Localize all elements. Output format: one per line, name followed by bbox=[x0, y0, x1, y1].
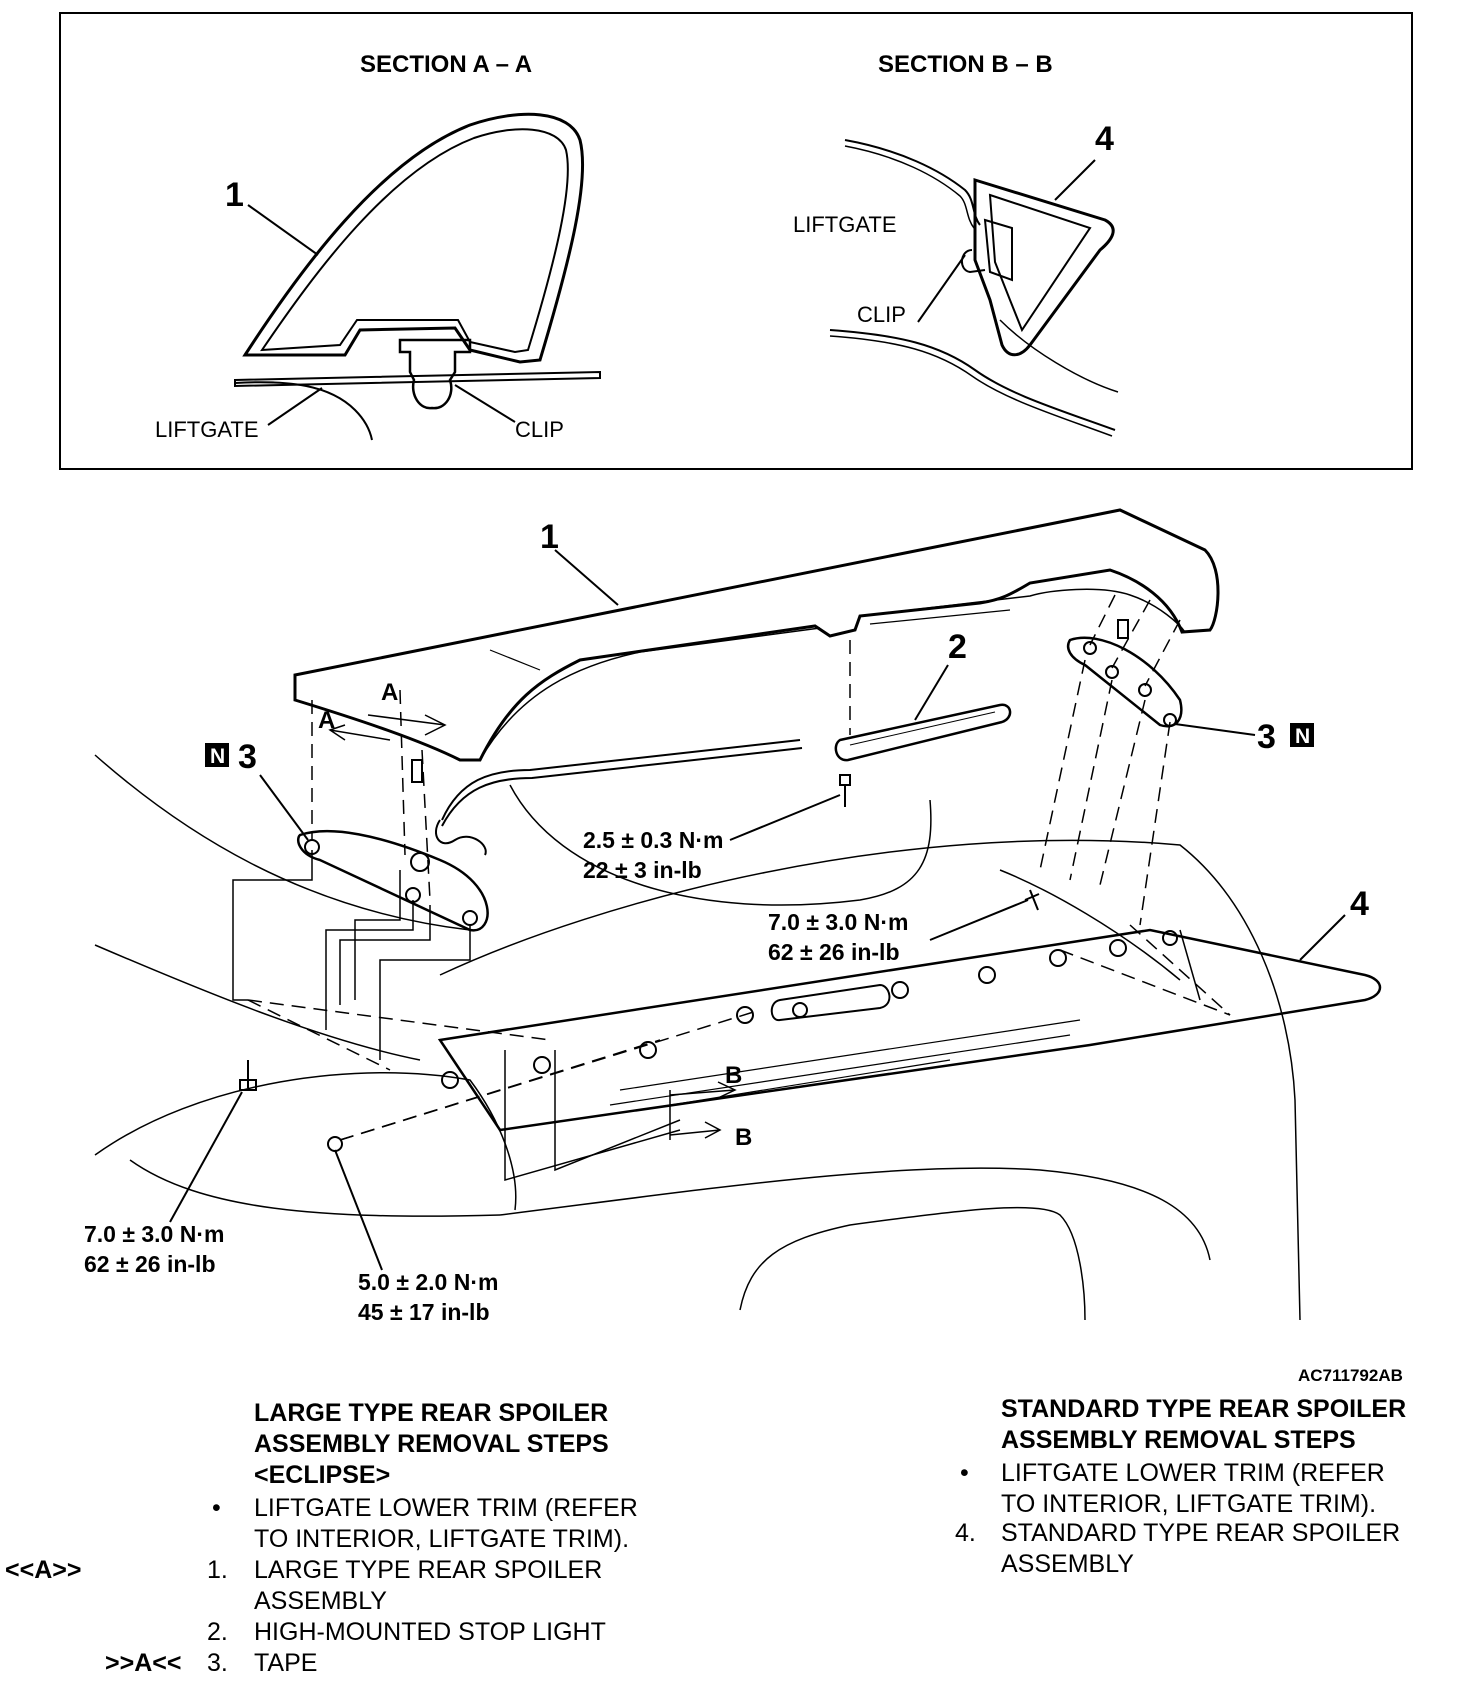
new-part-badge-right: N bbox=[1290, 723, 1314, 748]
callout-4-main: 4 bbox=[1350, 885, 1369, 923]
svg-text:N: N bbox=[210, 745, 225, 768]
section-arrow-a-left: A bbox=[318, 707, 335, 734]
section-a-callout-1: 1 bbox=[225, 176, 244, 214]
figure-code: AC711792AB bbox=[1298, 1366, 1403, 1385]
large-step-item: <<A>> 1. LARGE TYPE REAR SPOILER ASSEMBL… bbox=[5, 1556, 603, 1615]
torque-left-bolt-nm: 7.0 ± 3.0 N·m bbox=[84, 1221, 224, 1247]
section-a-title: SECTION A – A bbox=[360, 51, 532, 78]
callout-1-main: 1 bbox=[540, 518, 559, 556]
svg-text:N: N bbox=[1295, 725, 1310, 748]
large-step-item: 2. HIGH-MOUNTED STOP LIGHT bbox=[207, 1618, 606, 1646]
section-a-clip-label: CLIP bbox=[515, 417, 564, 442]
callout-2-main: 2 bbox=[948, 628, 967, 666]
standard-steps-heading: STANDARD TYPE REAR SPOILER ASSEMBLY REMO… bbox=[1001, 1395, 1407, 1454]
callout-3-right: 3 bbox=[1257, 718, 1276, 756]
step-text: LIFTGATE LOWER TRIM (REFER TO INTERIOR, … bbox=[1001, 1459, 1385, 1518]
step-text: LIFTGATE LOWER TRIM (REFER TO INTERIOR, … bbox=[254, 1494, 638, 1553]
torque-stop-light-nm: 2.5 ± 0.3 N·m bbox=[583, 827, 723, 853]
main-exploded-view bbox=[94, 508, 1382, 1321]
section-arrow-b-bottom: B bbox=[735, 1124, 752, 1151]
section-b-drawing bbox=[829, 139, 1119, 437]
torque-nut-inlb: 45 ± 17 in-lb bbox=[358, 1299, 490, 1325]
torque-right-bolt-inlb: 62 ± 26 in-lb bbox=[768, 939, 900, 965]
section-b-callout-4: 4 bbox=[1095, 120, 1114, 158]
large-spoiler-removal-steps: LARGE TYPE REAR SPOILER ASSEMBLY REMOVAL… bbox=[0, 1398, 720, 1679]
new-part-badge-left: N bbox=[205, 743, 229, 768]
section-arrow-b-top: B bbox=[725, 1062, 742, 1089]
torque-nut-nm: 5.0 ± 2.0 N·m bbox=[358, 1269, 498, 1295]
spoiler-diagram: SECTION A – A 1 LIFTGATE CLIP SECTION B … bbox=[59, 12, 1413, 1325]
step-marker: >>A<< bbox=[105, 1649, 182, 1677]
section-b-title: SECTION B – B bbox=[878, 51, 1053, 78]
step-text: TAPE bbox=[254, 1649, 318, 1677]
step-text: LARGE TYPE REAR SPOILER ASSEMBLY bbox=[254, 1556, 603, 1615]
section-b-liftgate-label: LIFTGATE bbox=[793, 212, 897, 237]
large-step-item: • LIFTGATE LOWER TRIM (REFER TO INTERIOR… bbox=[212, 1494, 638, 1553]
standard-spoiler-removal-steps: STANDARD TYPE REAR SPOILER ASSEMBLY REMO… bbox=[955, 1394, 1465, 1580]
torque-left-bolt-inlb: 62 ± 26 in-lb bbox=[84, 1251, 216, 1277]
standard-step-item: • LIFTGATE LOWER TRIM (REFER TO INTERIOR… bbox=[960, 1459, 1385, 1518]
section-arrow-a-top: A bbox=[381, 679, 398, 706]
section-a-drawing bbox=[234, 112, 601, 441]
step-text: HIGH-MOUNTED STOP LIGHT bbox=[254, 1618, 606, 1646]
large-step-item: >>A<< 3. TAPE bbox=[105, 1649, 318, 1677]
standard-step-item: 4. STANDARD TYPE REAR SPOILER ASSEMBLY bbox=[955, 1519, 1401, 1578]
callout-3-left: 3 bbox=[238, 738, 257, 776]
section-a-liftgate-label: LIFTGATE bbox=[155, 417, 259, 442]
torque-stop-light-inlb: 22 ± 3 in-lb bbox=[583, 857, 702, 883]
large-steps-heading: LARGE TYPE REAR SPOILER ASSEMBLY REMOVAL… bbox=[254, 1399, 609, 1489]
section-b-clip-label: CLIP bbox=[857, 302, 906, 327]
step-marker: <<A>> bbox=[5, 1556, 82, 1584]
torque-right-bolt-nm: 7.0 ± 3.0 N·m bbox=[768, 909, 908, 935]
step-text: STANDARD TYPE REAR SPOILER ASSEMBLY bbox=[1001, 1519, 1401, 1578]
section-inset-frame bbox=[59, 12, 1413, 470]
